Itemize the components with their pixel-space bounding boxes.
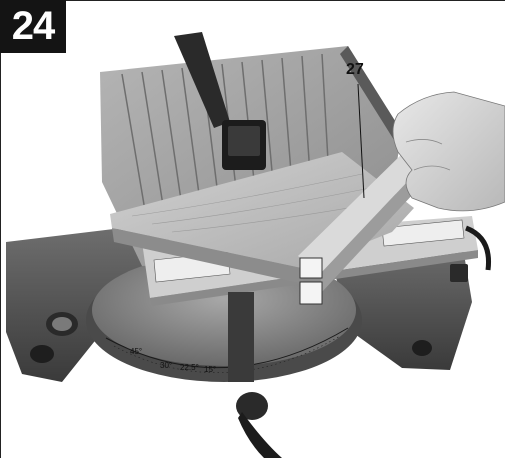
- miter-scale-label: 45°: [130, 347, 142, 356]
- part-callout-number: 27: [346, 61, 364, 78]
- blade-guard: [174, 32, 266, 170]
- aluminium-profile: [298, 150, 428, 305]
- turntable-handle: [228, 292, 282, 458]
- switch-housing: [450, 264, 468, 282]
- operator-hand: [392, 91, 505, 212]
- callout-leader-line: [357, 83, 365, 199]
- miter-scale-label: 30°: [160, 361, 172, 370]
- miter-scale-label: 22.5°: [180, 363, 199, 372]
- miter-scale-label: 15°: [204, 365, 216, 374]
- figure-number-badge: 24: [0, 0, 66, 53]
- power-cord: [464, 225, 492, 271]
